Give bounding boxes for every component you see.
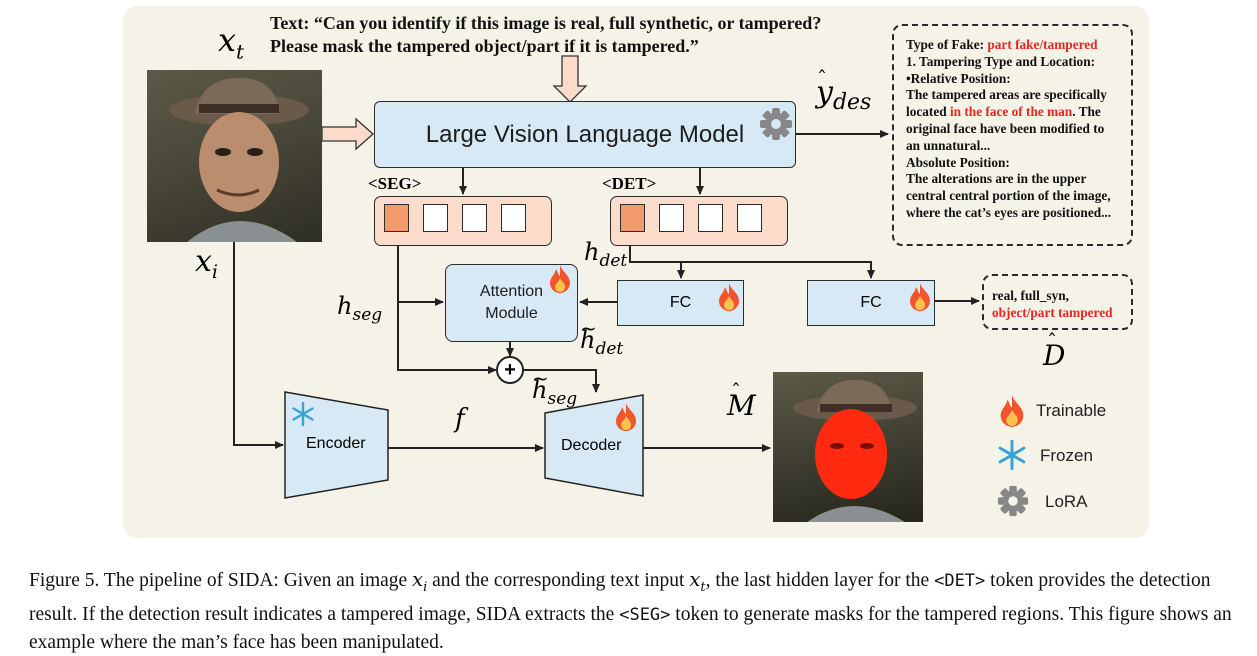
fc2-label: FC — [860, 294, 882, 311]
h-det-tilde-label: ~hdet — [580, 316, 624, 359]
det-token-row — [610, 196, 788, 246]
encoder-label: Encoder — [306, 435, 366, 452]
input-symbol: xi — [195, 244, 218, 284]
attention-label: Attention — [479, 283, 544, 300]
gear-icon — [997, 485, 1029, 517]
plus-symbol: + — [504, 359, 516, 381]
mask-output-image — [773, 372, 923, 522]
input-image — [147, 70, 322, 242]
fire-icon — [616, 403, 636, 431]
det-token-active — [620, 204, 645, 232]
legend-lora: LoRA — [1045, 492, 1088, 511]
fc-box: FC — [617, 280, 744, 326]
masked-face-illustration — [793, 379, 917, 522]
plus-to-decoder-line — [524, 369, 600, 393]
prompt-symbol: xt — [218, 21, 245, 64]
det-token — [737, 204, 762, 232]
seg-token — [501, 204, 526, 232]
lvlm-box: Large Vision Language Model — [374, 101, 796, 168]
prompt-text: Text: “Can you identify if this image is… — [270, 13, 822, 56]
det-token — [659, 204, 684, 232]
lvlm-label: Large Vision Language Model — [425, 120, 745, 148]
snowflake-icon — [292, 402, 314, 426]
h-seg-label: hseg — [337, 292, 383, 325]
fire-icon — [1000, 395, 1024, 427]
seg-token — [462, 204, 487, 232]
fire-icon — [550, 265, 570, 293]
image-arrow — [321, 117, 374, 151]
prompt-arrow — [552, 55, 588, 103]
fire-icon — [719, 283, 739, 311]
legend-trainable: Trainable — [1036, 401, 1107, 420]
detection-output-box: real, full_syn, object/part tampered — [982, 274, 1133, 330]
det-token-label: <DET> — [602, 174, 657, 193]
hseg-line — [397, 246, 444, 306]
figure-caption: Figure 5. The pipeline of SIDA: Given an… — [29, 568, 1232, 653]
h-seg-tilde-label: ~hseg — [532, 366, 578, 409]
seg-token-active — [384, 204, 409, 232]
seg-token-row — [374, 196, 552, 246]
hseg-to-plus-line — [397, 302, 497, 374]
hdet-line — [629, 246, 875, 279]
image-to-encoder-line — [233, 242, 284, 449]
seg-token — [423, 204, 448, 232]
plus-circle — [496, 356, 524, 384]
man-with-hat-illustration — [169, 77, 309, 242]
det-token — [698, 204, 723, 232]
legend-frozen: Frozen — [1040, 446, 1093, 465]
module-label: Module — [485, 305, 538, 322]
feature-symbol: f — [455, 404, 465, 434]
h-det-label: hdet — [584, 238, 628, 271]
snowflake-icon — [998, 440, 1026, 470]
decoder-label: Decoder — [561, 437, 622, 454]
seg-token-label: <SEG> — [368, 174, 422, 193]
gear-icon — [760, 108, 792, 140]
fc-label: FC — [669, 294, 692, 311]
fire-icon — [910, 283, 930, 311]
description-box: Type of Fake: part fake/tampered 1. Tamp… — [892, 24, 1133, 246]
